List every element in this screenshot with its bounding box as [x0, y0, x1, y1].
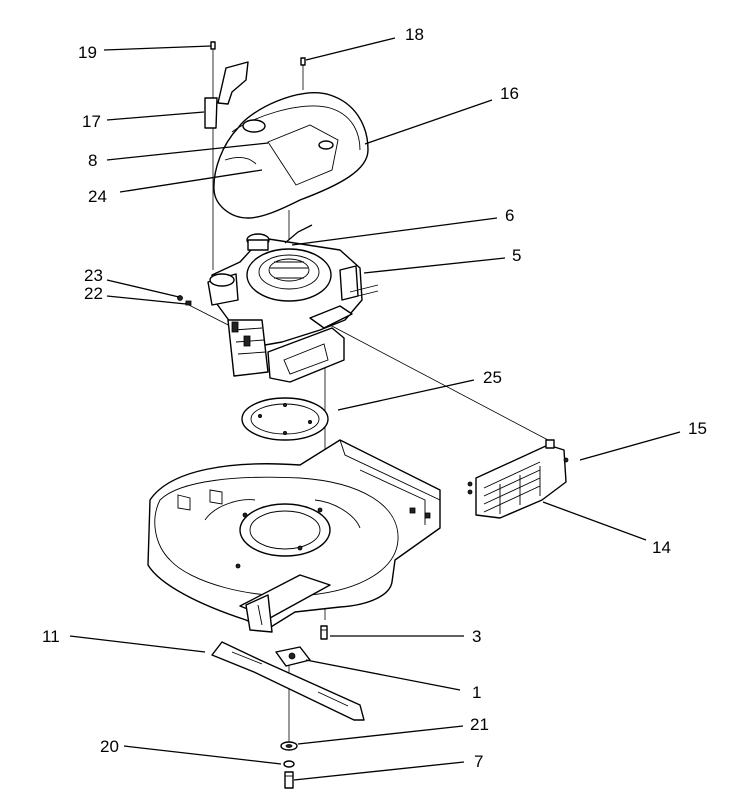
- engine-shroud-16-part: [213, 92, 369, 219]
- engine-5-part: [207, 233, 379, 383]
- screw-15-part: [467, 457, 569, 495]
- callout-19: 19: [78, 43, 97, 62]
- callout-22: 22: [84, 284, 103, 303]
- callout-8: 8: [88, 151, 97, 170]
- screw-3-part: [320, 625, 328, 640]
- callout-labels: 19 18 17 16 8 24 6 5 23 22 25 15 14 3 11…: [42, 25, 707, 771]
- callout-24: 24: [88, 187, 107, 206]
- callout-15: 15: [688, 419, 707, 438]
- callout-25: 25: [483, 368, 502, 387]
- leader-lines: [69, 37, 681, 781]
- blade-11-part: [211, 641, 365, 721]
- callout-1: 1: [472, 683, 481, 702]
- callout-3: 3: [472, 627, 481, 646]
- callout-21: 21: [470, 715, 489, 734]
- callout-14: 14: [652, 538, 671, 557]
- screw-19-part: [210, 41, 216, 50]
- callout-23: 23: [84, 266, 103, 285]
- callout-7: 7: [474, 752, 483, 771]
- mower-deck-part: [147, 439, 441, 633]
- callout-16: 16: [500, 84, 519, 103]
- decal-17-part: [204, 61, 249, 129]
- bolt-22-part: [185, 300, 192, 306]
- gasket-25-part: [241, 397, 329, 441]
- screw-18-part: [300, 57, 306, 66]
- blade-adapter-1-part: [275, 646, 311, 667]
- washer-20-part: [283, 760, 295, 768]
- callout-11: 11: [42, 627, 60, 646]
- callout-20: 20: [100, 737, 119, 756]
- callout-5: 5: [512, 246, 521, 265]
- wire-6-part: [284, 224, 313, 244]
- bolt-7-part: [284, 771, 294, 789]
- grille-14-part: [475, 439, 567, 519]
- callout-6: 6: [505, 206, 514, 225]
- washer-21-part: [280, 741, 298, 751]
- callout-17: 17: [82, 112, 101, 131]
- callout-18: 18: [405, 25, 424, 44]
